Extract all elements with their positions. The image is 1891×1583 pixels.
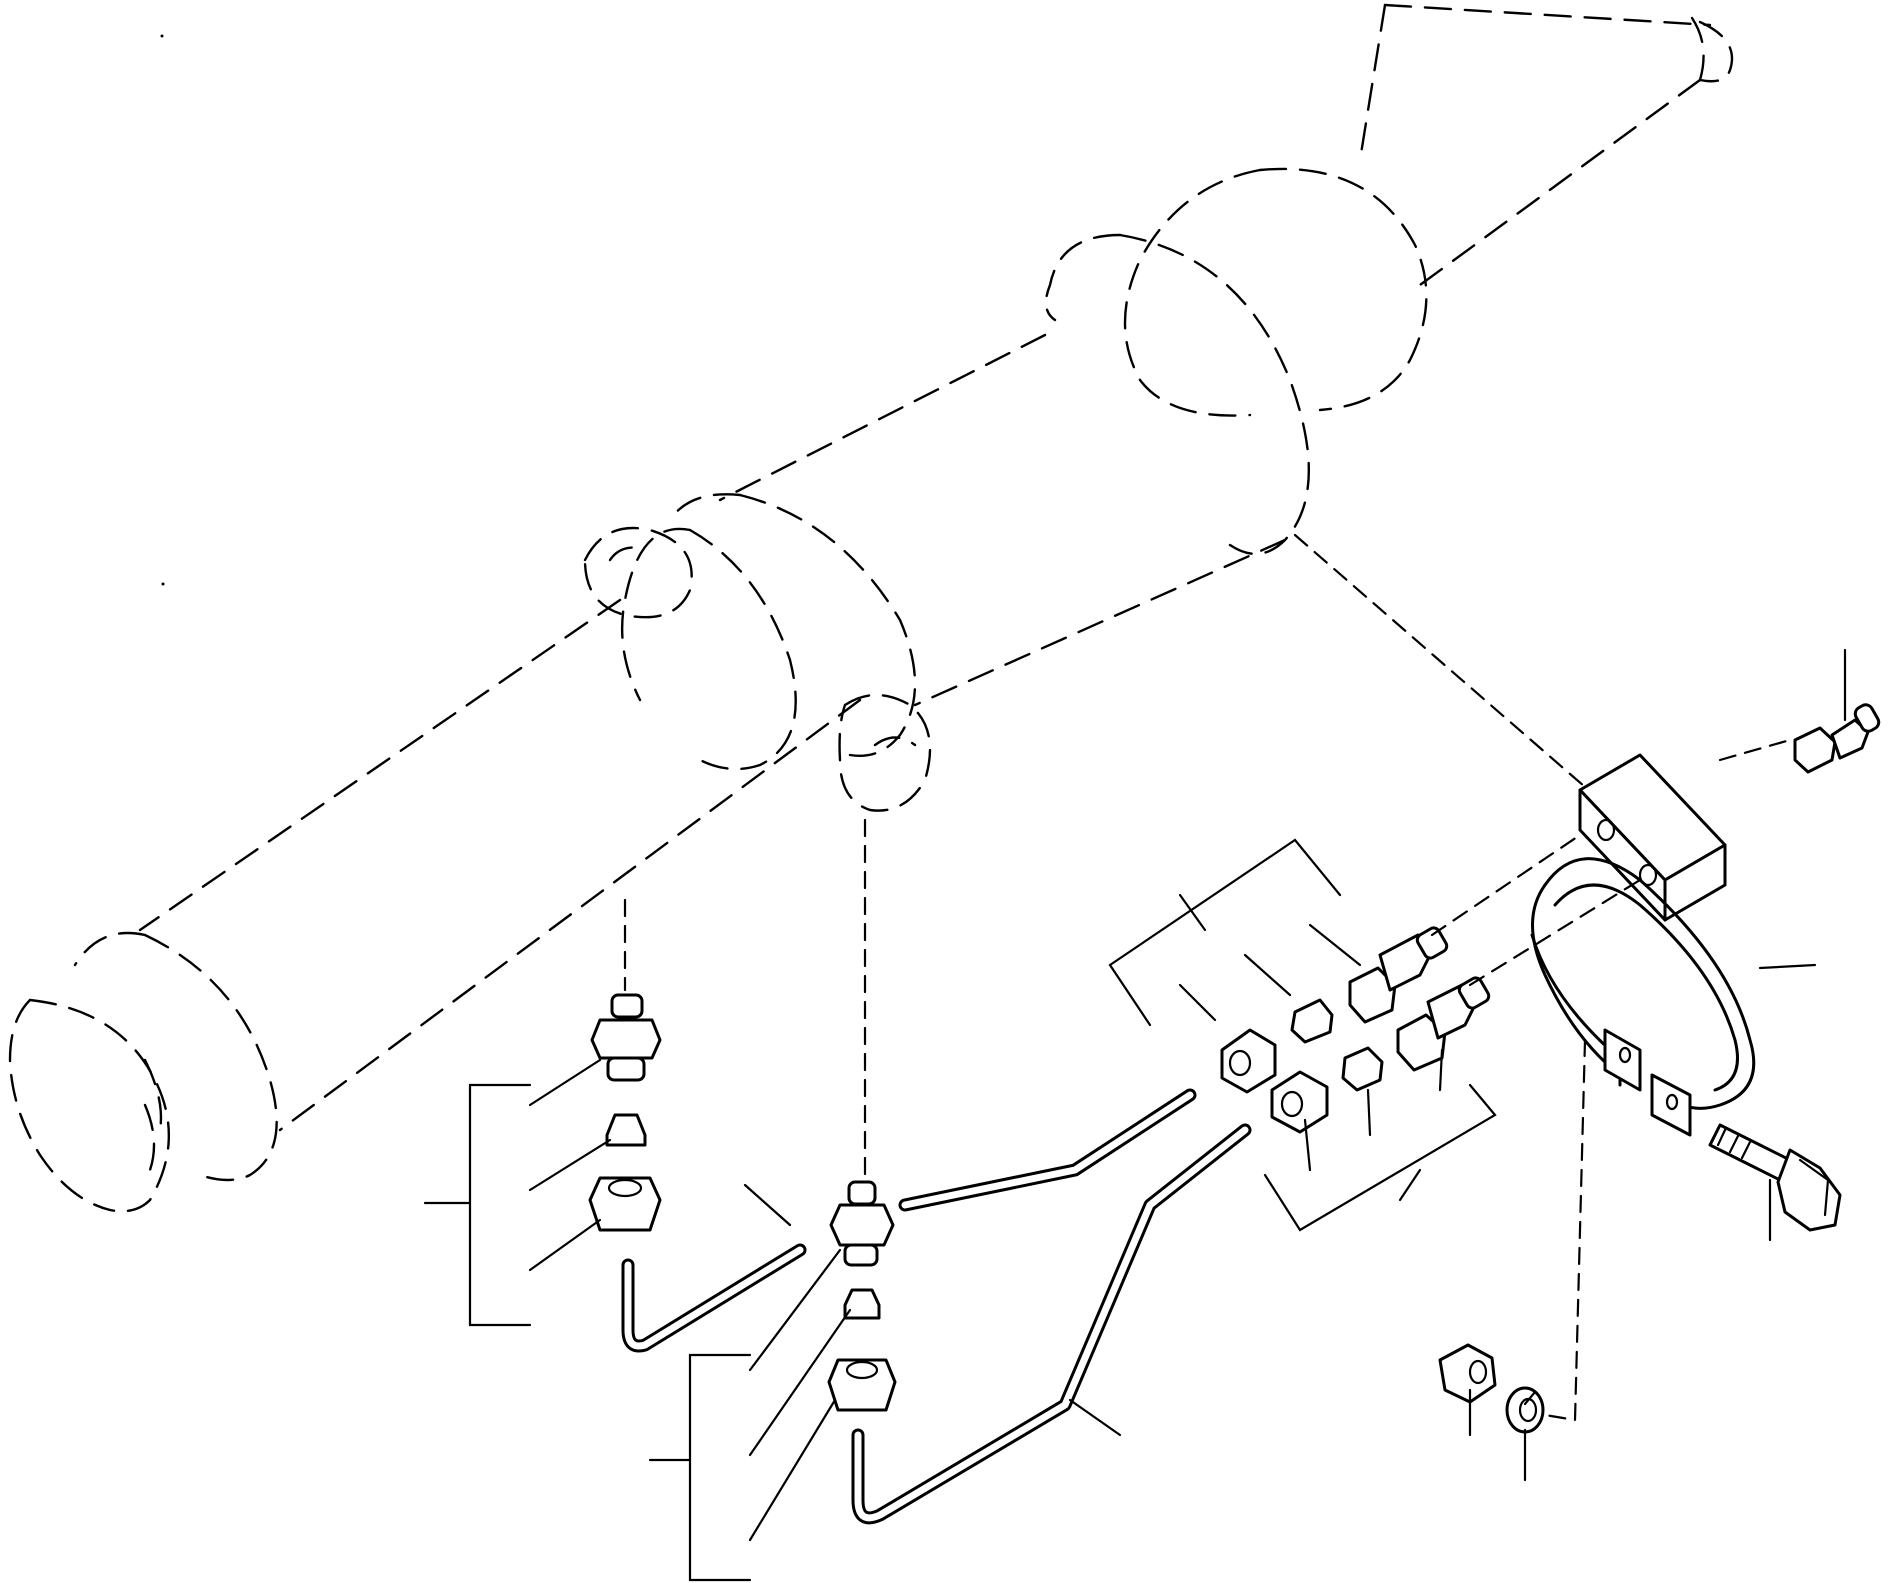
tube-right [851, 1123, 1252, 1525]
sleeve-nut [1270, 1070, 1329, 1134]
sleeve [1341, 1046, 1384, 1092]
stray-dot [161, 582, 165, 586]
pipe-clamp-block [1578, 753, 1727, 922]
tube-left [621, 1243, 807, 1353]
u-bolt-clamp [1530, 857, 1756, 1137]
lock-washer [1505, 1386, 1545, 1434]
port-centerlines [623, 533, 1602, 1187]
sleeve-nut [1220, 1028, 1277, 1094]
sleeve [605, 1113, 647, 1147]
sleeve-nut [588, 1176, 662, 1232]
grease-fitting [1793, 703, 1881, 774]
fitting-set-lower [1270, 976, 1491, 1134]
sleeve [843, 1288, 881, 1320]
fitting-set-upper [1220, 926, 1449, 1094]
hydraulic-cylinder-phantom [8, 3, 1734, 1213]
adapter-union [1348, 926, 1449, 1024]
adapter-union [590, 993, 662, 1082]
leader-lines [423, 648, 1847, 1582]
fitting-set-left [588, 993, 662, 1232]
bolt-centerlines [1430, 738, 1792, 1422]
sleeve-nut [827, 1358, 897, 1412]
stray-dot [160, 34, 164, 38]
adapter-union [1396, 976, 1491, 1072]
adapter-union [829, 1180, 895, 1267]
sleeve [1290, 998, 1334, 1044]
hex-bolt [1708, 1123, 1842, 1232]
lock-nut [1438, 1343, 1497, 1404]
tube-upper [898, 1088, 1197, 1212]
fitting-set-center [827, 1180, 897, 1412]
